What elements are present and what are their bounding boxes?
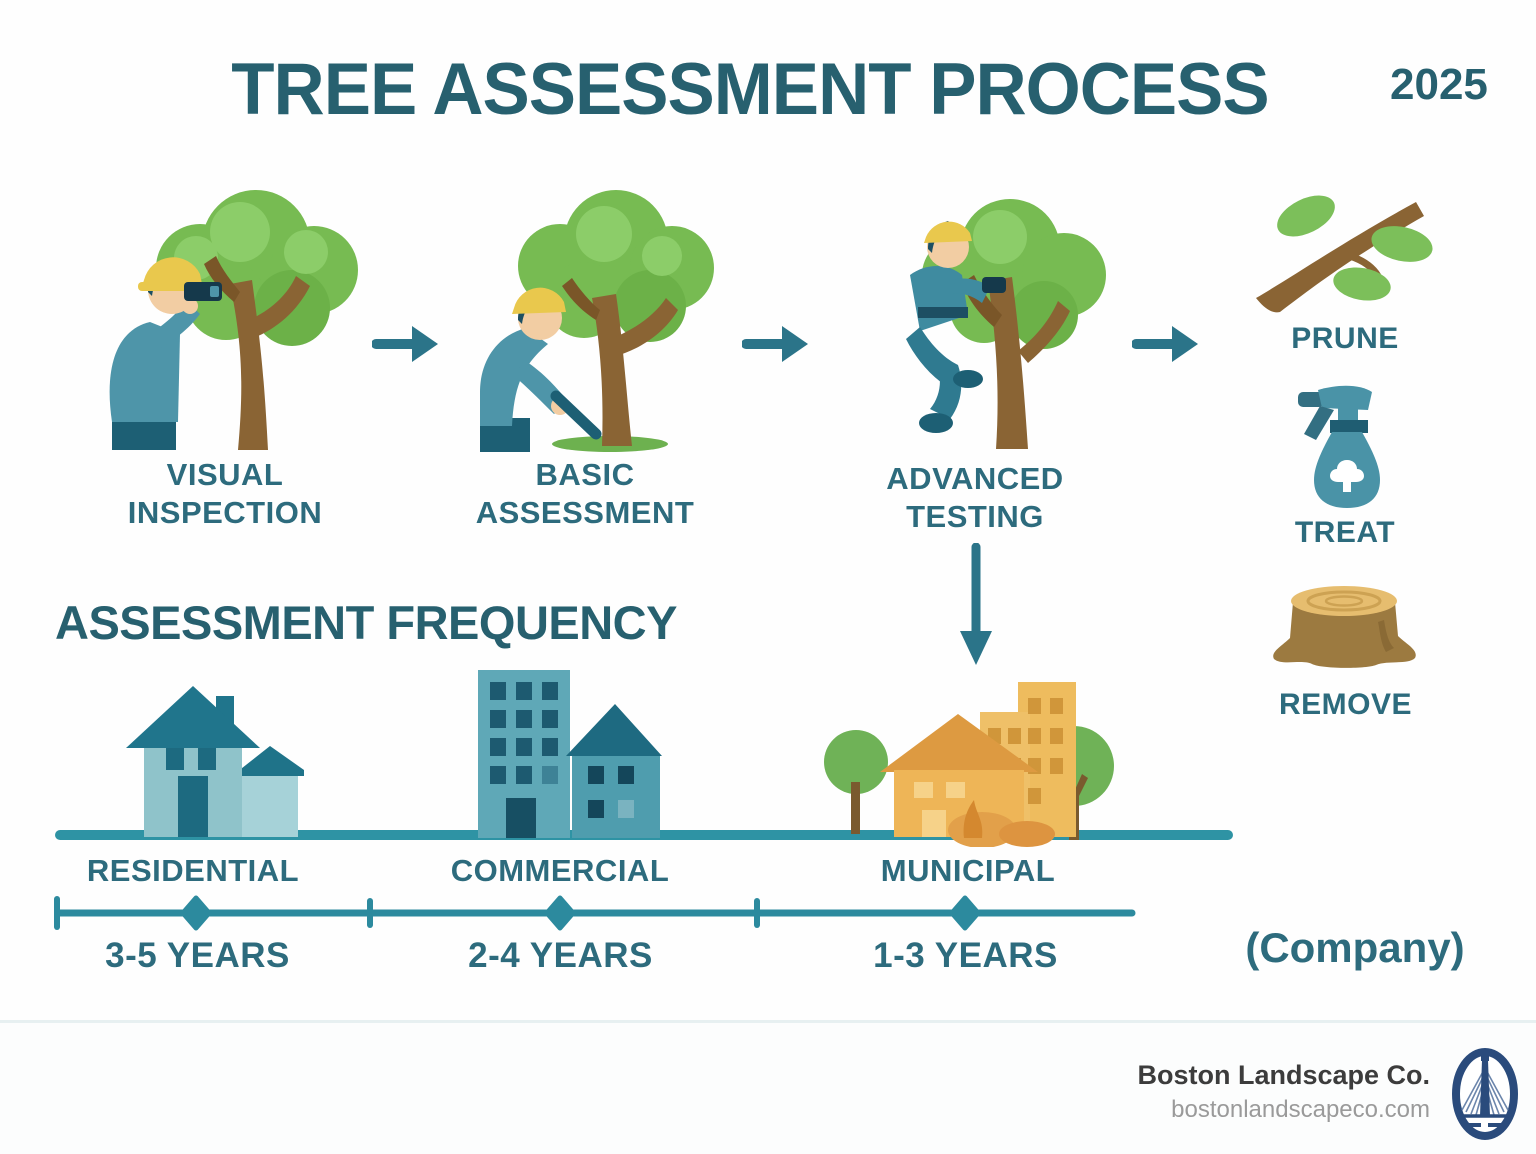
footer-company-name: Boston Landscape Co. — [1137, 1060, 1430, 1090]
tree-trunk — [204, 256, 310, 450]
category-label-commercial: COMMERCIAL — [450, 853, 670, 888]
frequency-heading: ASSESSMENT FREQUENCY — [55, 596, 677, 649]
timeline-marker-commercial — [544, 895, 576, 931]
footer-website: bostonlandscapeco.com — [1171, 1096, 1430, 1123]
climber-figure — [906, 221, 1006, 433]
municipal-buildings-icon — [824, 682, 1114, 847]
outcome-label-treat: TREAT — [1294, 516, 1396, 549]
timeline-marker-municipal — [949, 895, 981, 931]
climber-testing-tree-icon — [906, 199, 1106, 449]
category-label-municipal: MUNICIPAL — [880, 853, 1056, 888]
arrow-down-icon — [960, 543, 992, 665]
timeline-marker-residential — [180, 895, 212, 931]
page-title: TREE ASSESSMENT PROCESS — [231, 49, 1269, 130]
outcome-label-prune: PRUNE — [1291, 322, 1399, 355]
footer-divider — [0, 1020, 1536, 1023]
interval-label-residential: 3-5 YEARS — [105, 936, 290, 975]
worker-probing-tree-base-icon — [480, 190, 714, 452]
step-label-visual-inspection: VISUAL INSPECTION — [127, 457, 323, 530]
company-note: (Company) — [1245, 924, 1465, 971]
interval-label-commercial: 2-4 YEARS — [468, 936, 653, 975]
year-badge: 2025 — [1390, 60, 1488, 109]
probe-tool — [550, 390, 602, 440]
spray-bottle-icon — [1298, 385, 1380, 508]
frequency-timeline — [54, 895, 1136, 931]
test-drill-tool — [982, 277, 1006, 293]
footer-band — [0, 1023, 1536, 1154]
inspector-figure — [109, 257, 222, 450]
interval-label-municipal: 1-3 YEARS — [873, 936, 1058, 975]
category-label-residential: RESIDENTIAL — [86, 853, 300, 888]
outcome-label-remove: REMOVE — [1278, 688, 1413, 721]
step-label-basic-assessment: BASIC ASSESSMENT — [475, 457, 695, 530]
inspector-with-binoculars-and-tree-icon — [109, 190, 358, 450]
bridge-logo-icon — [1452, 1048, 1518, 1140]
arrow-right-icon — [1132, 326, 1198, 362]
worker-figure — [480, 287, 602, 452]
tree-trunk — [562, 278, 678, 446]
step-label-advanced-testing: ADVANCED TESTING — [886, 461, 1064, 534]
house-icon — [126, 686, 304, 837]
stump-icon — [1273, 586, 1416, 668]
commercial-buildings-icon — [478, 670, 662, 838]
arrow-right-icon — [372, 326, 438, 362]
branch-icon — [1256, 195, 1433, 313]
arrow-right-icon — [742, 326, 808, 362]
